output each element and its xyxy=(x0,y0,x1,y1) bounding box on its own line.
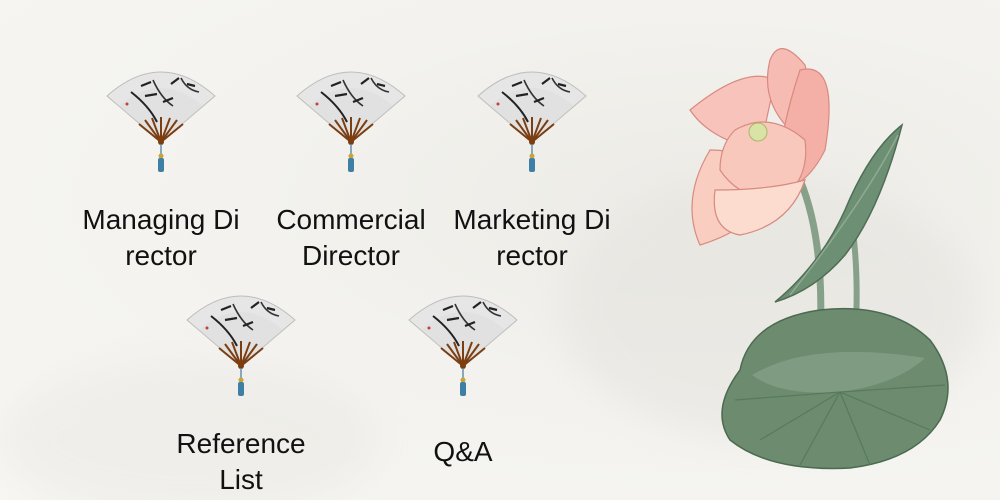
menu-item-marketing-director[interactable]: Marketing Director xyxy=(442,62,622,274)
menu-item-label: Marketing Director xyxy=(453,204,611,271)
lotus-flower-icon xyxy=(689,48,949,470)
menu-item-commercial-director[interactable]: Commercial Director xyxy=(261,62,441,274)
menu-item-managing-director[interactable]: Managing Director xyxy=(71,62,251,274)
menu-item-label: Q&A xyxy=(433,436,493,467)
menu-item-label: Managing Director xyxy=(82,204,240,271)
folding-fan-icon xyxy=(105,70,217,174)
folding-fan-icon xyxy=(295,70,407,174)
menu-item-reference-list[interactable]: Reference List xyxy=(151,286,331,498)
folding-fan-icon xyxy=(185,294,297,398)
menu-item-label: Commercial Director xyxy=(276,204,426,271)
menu-item-label: Reference List xyxy=(176,428,306,495)
folding-fan-icon xyxy=(407,294,519,398)
ink-wash-background xyxy=(0,360,380,500)
menu-item-qa[interactable]: Q&A xyxy=(373,286,553,470)
folding-fan-icon xyxy=(476,70,588,174)
